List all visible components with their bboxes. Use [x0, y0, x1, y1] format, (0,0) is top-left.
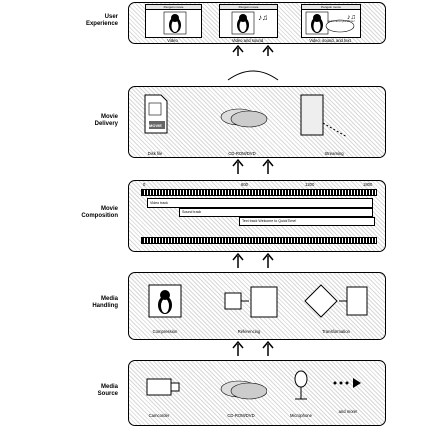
- caption-cdrom-source: CD-ROM/DVD: [227, 413, 255, 418]
- penguin-music-icon: ♪♫: [231, 11, 268, 35]
- window-video-sound: Penguin movie ♪♫: [219, 4, 278, 38]
- cdrom-icon: [220, 108, 268, 128]
- ruler-1200: 1200: [305, 182, 315, 187]
- flow-arrows-2: [232, 158, 274, 174]
- disk-file-icon: [144, 94, 168, 134]
- speech-balloon-text: welcome to QuickTime!: [327, 20, 355, 23]
- flow-arrows-1: [227, 44, 279, 81]
- more-arrow-icon: [333, 378, 361, 388]
- video-track: Video track: [147, 198, 373, 208]
- ruler-600: 600: [241, 182, 248, 187]
- penguin-icon: [163, 11, 187, 35]
- layer-user-experience: Penguin movie Penguin movie ♪♫ Penguin m…: [128, 2, 386, 44]
- transformation-icon: [304, 284, 368, 318]
- film-strip-top: [141, 189, 377, 196]
- caption-compression: Compression: [152, 329, 178, 334]
- window-video: Penguin movie: [145, 4, 202, 38]
- caption-and-more: and more!: [338, 409, 358, 414]
- layer-media-handling: Compression Referencing Transformation: [128, 272, 386, 340]
- sound-track: Sound track: [179, 208, 373, 217]
- camcorder-icon: [146, 378, 180, 396]
- streaming-server-icon: [300, 94, 348, 138]
- window-title: Penguin movie: [220, 5, 277, 10]
- ruler-1800: 1800: [363, 182, 373, 187]
- caption-video: Video: [167, 38, 178, 43]
- referencing-icon: [224, 286, 278, 318]
- caption-referencing: Referencing: [237, 329, 261, 334]
- caption-video-sound: Video and sound: [231, 38, 264, 43]
- caption-camcorder: Camcorder: [148, 413, 170, 418]
- text-track: Text track Welcome to QuickTime!: [239, 217, 375, 226]
- cdrom-source-icon: [220, 380, 267, 400]
- svg-text:♪♫: ♪♫: [347, 14, 356, 21]
- layer-media-source: Camcorder CD-ROM/DVD Microphone and more…: [128, 360, 386, 426]
- flow-arrows-4: [232, 340, 274, 356]
- caption-disk-file: Disk file: [147, 151, 163, 156]
- caption-transformation: Transformation: [321, 329, 350, 334]
- penguin-balloon-icon: ♪♫: [305, 11, 356, 35]
- flow-arrows-3: [232, 252, 274, 268]
- caption-microphone: Microphone: [290, 413, 312, 418]
- compression-icon: [148, 284, 182, 318]
- layer-movie-delivery: MOVIE Disk file CD-ROM/DVD Streaming: [128, 86, 386, 158]
- film-strip-bottom: [141, 237, 377, 244]
- caption-streaming: Streaming: [324, 151, 344, 156]
- window-video-sound-text: Penguin movie ♪♫ welcome to QuickTime!: [301, 4, 361, 38]
- movie-file-tag: MOVIE: [149, 123, 162, 128]
- microphone-icon: [294, 370, 308, 400]
- layer-movie-composition: 0 600 1200 1800 Video track Sound track …: [128, 180, 386, 252]
- caption-video-sound-text: Video, sound, and text: [309, 38, 351, 43]
- caption-cdrom: CD-ROM/DVD: [228, 151, 256, 156]
- svg-text:♪♫: ♪♫: [258, 13, 268, 22]
- window-title: Penguin movie: [302, 5, 360, 10]
- ruler-0: 0: [143, 182, 146, 187]
- window-title: Penguin movie: [146, 5, 201, 10]
- text-track-value: Welcome to QuickTime!: [258, 219, 297, 223]
